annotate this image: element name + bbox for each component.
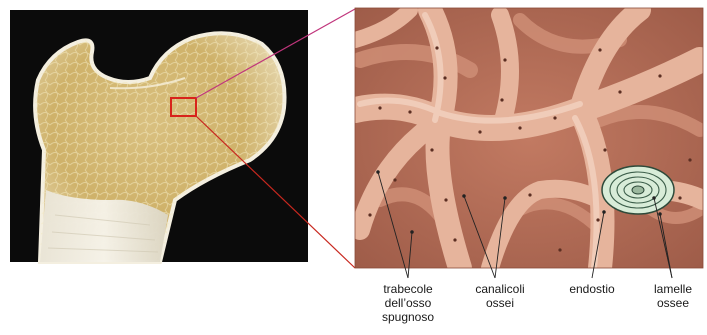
label-trabecole-line3: spugnoso: [368, 310, 448, 324]
label-lamelle-line2: ossee: [647, 296, 699, 310]
label-endostio: endostio: [560, 282, 624, 296]
label-endostio-line1: endostio: [560, 282, 624, 296]
label-canalicoli-line1: canalicoli: [465, 282, 535, 296]
label-lamelle-line1: lamelle: [647, 282, 699, 296]
osteon: [602, 166, 674, 214]
label-canalicoli-line2: ossei: [465, 296, 535, 310]
label-lamelle: lamelle ossee: [647, 282, 699, 310]
label-trabecole: trabecole dell’osso spugnoso: [368, 282, 448, 324]
label-canalicoli: canalicoli ossei: [465, 282, 535, 310]
label-trabecole-line2: dell’osso: [368, 296, 448, 310]
tissue-illustration: [355, 8, 703, 268]
label-trabecole-line1: trabecole: [368, 282, 448, 296]
